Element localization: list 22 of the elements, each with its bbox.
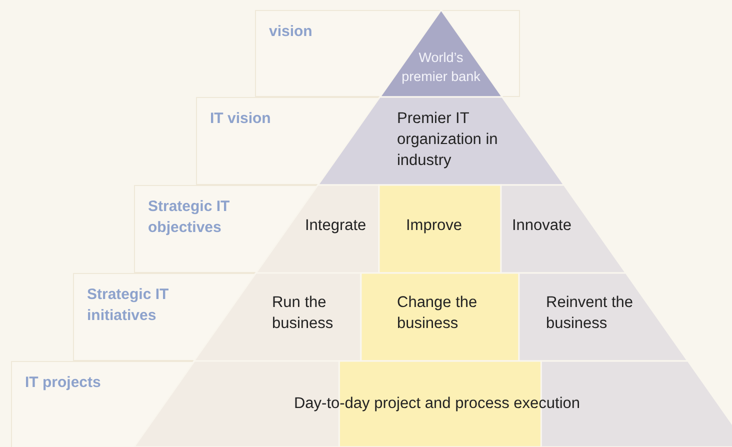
row-heading: Strategic IT objectives — [148, 197, 231, 238]
segment-text: Reinvent the business — [546, 293, 634, 334]
row-heading: IT vision — [210, 109, 272, 129]
pyramid-segment — [256, 185, 379, 273]
pyramid-segment — [519, 273, 688, 361]
segment-text: Improve — [406, 216, 463, 236]
segment-text: Premier IT organization in industry — [396, 109, 499, 171]
segment-text: Innovate — [512, 216, 572, 236]
pyramid-segment — [379, 185, 501, 273]
pyramid-segment — [194, 273, 361, 361]
row-heading: vision — [269, 22, 314, 42]
pyramid-base-band — [134, 361, 732, 447]
segment-text: World’s premier bank — [400, 49, 482, 86]
pyramid-segment — [501, 185, 626, 273]
row-heading: IT projects — [25, 373, 102, 393]
segment-text: Run the business — [272, 293, 334, 334]
segment-text: Day-to-day project and process execution — [294, 394, 582, 414]
segment-text: Change the business — [397, 293, 478, 334]
row-heading: Strategic IT initiatives — [87, 285, 170, 326]
pyramid-segment — [361, 273, 519, 361]
segment-text: Integrate — [304, 216, 368, 236]
pyramid-segment — [318, 97, 564, 185]
